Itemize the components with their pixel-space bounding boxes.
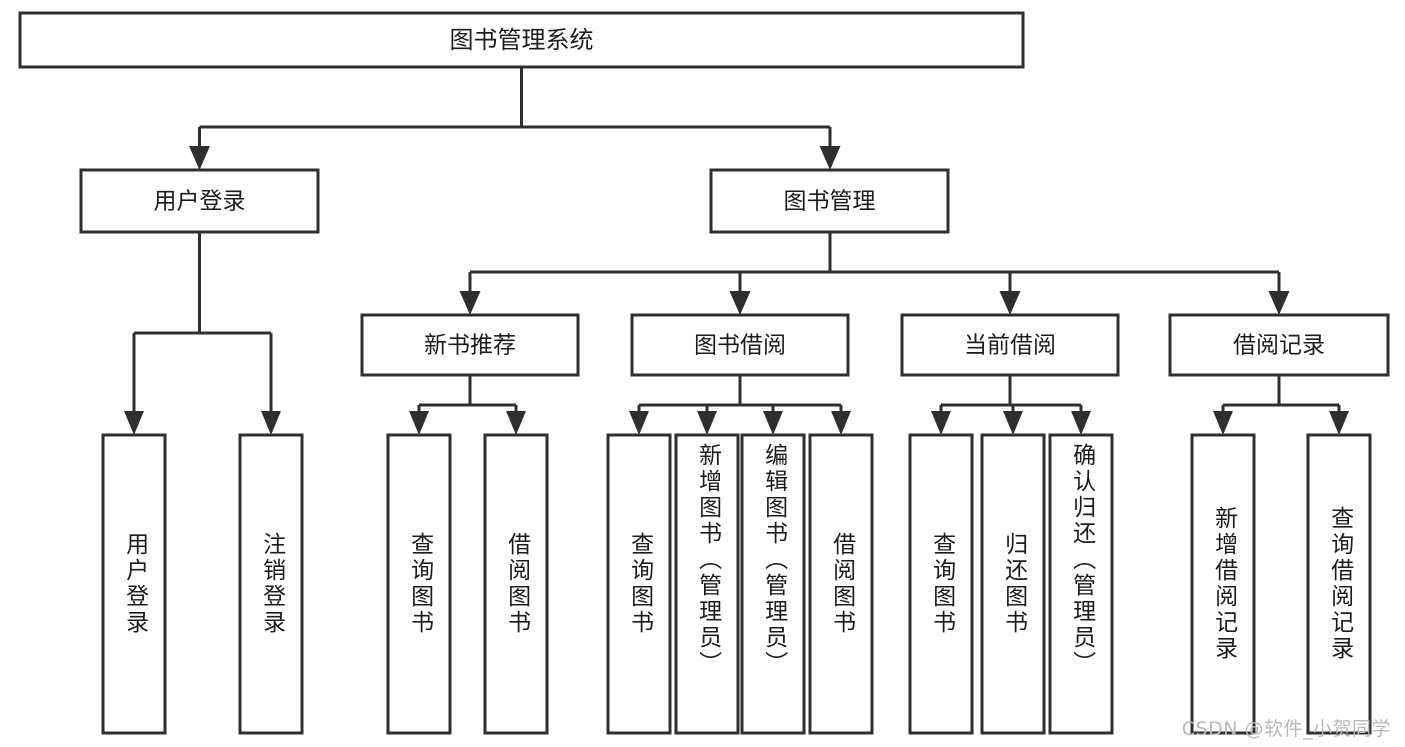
arrow-bb-edit (763, 411, 783, 435)
arrow-leaf-logout (261, 411, 281, 435)
arrow-borrow-records (1268, 291, 1290, 315)
node-book-borrow-box[interactable] (630, 313, 850, 377)
arrow-nbr-query (409, 411, 429, 435)
arrow-book-mgmt (819, 146, 841, 170)
leaf-box-cb-query-book[interactable] (908, 433, 974, 735)
edges-records-to-leaves (1213, 375, 1349, 435)
arrow-nbr-borrow (506, 411, 526, 435)
node-book-management-label: 图书管理 (784, 189, 876, 215)
node-book-borrow-label: 图书借阅 (694, 333, 786, 359)
edges-book-mgmt-to-level3 (459, 232, 1290, 315)
node-borrow-records-label: 借阅记录 (1233, 333, 1325, 359)
leaf-box-bb-query-book[interactable] (606, 433, 672, 735)
node-borrow-records[interactable]: 借阅记录 (1168, 313, 1390, 377)
watermark-label: CSDN @软件_小贺同学 (1181, 718, 1391, 740)
node-current-borrow[interactable]: 当前借阅 (900, 313, 1120, 377)
arrow-current-borrow (999, 291, 1021, 315)
node-root[interactable]: 图书管理系统 (18, 11, 1025, 69)
leaf-box-bb-edit-book[interactable] (740, 433, 806, 735)
node-new-book-recommend-box[interactable] (360, 313, 580, 377)
edges-new-book-rec-to-leaves (409, 375, 526, 435)
leaf-box-nbr-query-book[interactable] (386, 433, 452, 735)
arrow-new-book-rec (459, 291, 481, 315)
node-user-login[interactable]: 用户登录 (79, 168, 320, 234)
edges-root-to-level2 (189, 67, 841, 170)
leaf-box-rec-add-record[interactable] (1190, 433, 1256, 735)
arrow-book-borrow (729, 291, 751, 315)
leaf-box-rec-query-record[interactable] (1306, 433, 1372, 735)
leaf-box-nbr-borrow-book[interactable] (483, 433, 549, 735)
arrow-rec-query (1329, 411, 1349, 435)
arrow-leaf-user-login (124, 411, 144, 435)
node-new-book-recommend-label: 新书推荐 (424, 333, 516, 359)
node-user-login-box[interactable] (79, 168, 320, 234)
node-user-login-label: 用户登录 (154, 189, 246, 215)
node-borrow-records-box[interactable] (1168, 313, 1390, 377)
leaf-box-logout[interactable] (238, 433, 304, 735)
node-book-management[interactable]: 图书管理 (709, 168, 950, 234)
node-new-book-recommend[interactable]: 新书推荐 (360, 313, 580, 377)
leaf-box-cb-return-book[interactable] (980, 433, 1046, 735)
arrow-bb-borrow (831, 411, 851, 435)
arrow-bb-add (697, 411, 717, 435)
node-book-borrow[interactable]: 图书借阅 (630, 313, 850, 377)
edges-user-login-to-leaves (124, 232, 281, 435)
arrow-user-login (189, 146, 210, 170)
leaf-box-user-login[interactable] (101, 433, 167, 735)
arrow-bb-query (629, 411, 649, 435)
leaf-box-cb-confirm-return[interactable] (1048, 433, 1114, 735)
node-book-management-box[interactable] (709, 168, 950, 234)
leaf-box-bb-add-book[interactable] (674, 433, 740, 735)
node-root-label: 图书管理系统 (450, 26, 594, 54)
node-root-box[interactable] (18, 11, 1025, 69)
arrow-cb-confirm (1071, 411, 1091, 435)
leaf-box-bb-borrow-book[interactable] (808, 433, 874, 735)
arrow-cb-query (931, 411, 951, 435)
node-current-borrow-box[interactable] (900, 313, 1120, 377)
arrow-rec-add (1213, 411, 1233, 435)
edges-current-borrow-to-leaves (931, 375, 1091, 435)
node-current-borrow-label: 当前借阅 (964, 333, 1056, 359)
arrow-cb-return (1003, 411, 1023, 435)
edges-book-borrow-to-leaves (629, 375, 851, 435)
